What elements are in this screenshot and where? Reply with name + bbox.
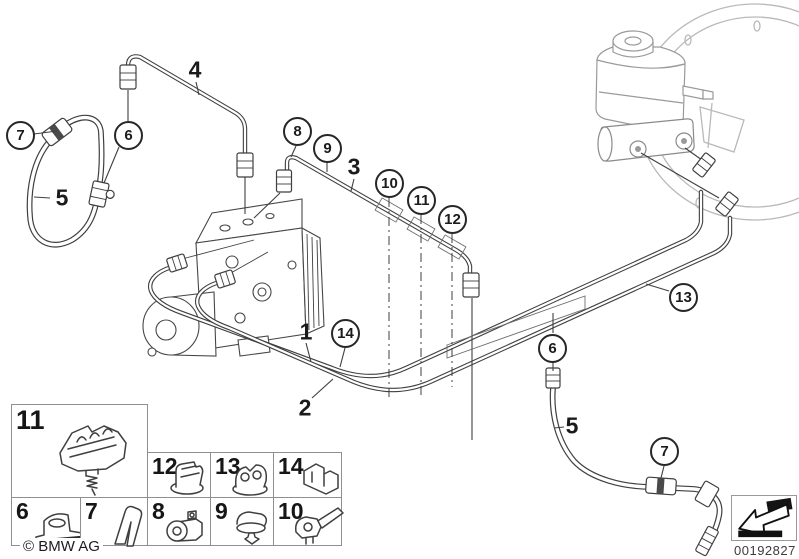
clip-illustration — [232, 464, 268, 496]
legend-cell-8[interactable]: 8 — [147, 497, 211, 546]
legend-cell-number: 14 — [278, 453, 304, 479]
pipe-union-fitting — [166, 253, 188, 273]
label-5-upper-left[interactable]: 5 — [55, 184, 69, 211]
callout-13[interactable]: 13 — [669, 283, 698, 312]
callout-8[interactable]: 8 — [283, 117, 312, 146]
pipe-union-fitting — [715, 191, 739, 217]
leader-lines — [33, 81, 670, 479]
callout-12[interactable]: 12 — [438, 205, 467, 234]
legend-cell-number: 7 — [85, 498, 98, 524]
legend-cell-6[interactable]: 6 — [11, 497, 84, 546]
brake-pipe-4 — [128, 56, 245, 214]
callout-6-upper-left[interactable]: 6 — [114, 121, 143, 150]
legend-cell-14[interactable]: 14 — [273, 452, 342, 498]
label-1[interactable]: 1 — [299, 318, 313, 345]
legend-cell-9[interactable]: 9 — [210, 497, 274, 546]
clip-illustration — [166, 510, 203, 542]
master-cylinder — [597, 118, 720, 199]
pipe-union-fitting — [692, 152, 716, 178]
clip-illustration — [114, 505, 143, 547]
clip-illustration — [294, 507, 344, 545]
clip-zone-outline — [446, 295, 586, 359]
hose-elbow-fitting — [694, 480, 720, 508]
hose-sleeve-7 — [645, 476, 677, 496]
image-number: 00192827 — [734, 543, 796, 558]
banjo-fitting-6 — [88, 180, 115, 208]
legend-cell-number: 9 — [215, 498, 228, 524]
callout-7-upper-left[interactable]: 7 — [6, 121, 35, 150]
hose-end-fitting — [695, 525, 719, 557]
label-5-lower-right[interactable]: 5 — [565, 412, 579, 439]
legend-cell-number: 8 — [152, 498, 165, 524]
legend-cell-13[interactable]: 13 — [210, 452, 274, 498]
callout-6-middle[interactable]: 6 — [538, 334, 567, 363]
legend-cell-11[interactable]: 11 — [11, 404, 148, 498]
brake-pipe-3 — [253, 157, 473, 440]
legend-cell-number: 12 — [152, 453, 178, 479]
label-4[interactable]: 4 — [188, 56, 202, 83]
brake-hose-5-front — [30, 118, 102, 245]
pipe-union-fitting — [236, 152, 254, 178]
callout-7-lower-right[interactable]: 7 — [650, 437, 679, 466]
label-2[interactable]: 2 — [298, 394, 312, 421]
callout-11[interactable]: 11 — [407, 186, 436, 215]
callout-9[interactable]: 9 — [313, 134, 342, 163]
clip-illustration — [170, 461, 204, 495]
hose-sleeve-7 — [41, 117, 73, 147]
clip-illustration — [303, 463, 339, 495]
label-3[interactable]: 3 — [347, 153, 361, 180]
legend-cell-12[interactable]: 12 — [147, 452, 211, 498]
clip-position-marker — [374, 197, 404, 223]
clip-position-marker — [437, 234, 467, 260]
copyright-text: © BMW AG — [20, 538, 103, 555]
callout-10[interactable]: 10 — [375, 169, 404, 198]
direction-of-travel-box — [731, 495, 797, 541]
clip-illustration — [236, 511, 268, 545]
clip-illustration — [59, 425, 127, 496]
direction-arrow-icon — [738, 497, 793, 538]
legend-cell-number: 6 — [16, 498, 29, 524]
abs-hydro-unit — [142, 198, 325, 357]
legend-cell-10[interactable]: 10 — [273, 497, 344, 546]
pipe-union-fitting — [275, 169, 293, 193]
legend-cell-7[interactable]: 7 — [80, 497, 148, 547]
clip-position-marker — [406, 216, 436, 242]
pipe-union-fitting — [462, 272, 480, 298]
brake-fluid-reservoir — [595, 30, 714, 134]
callout-14[interactable]: 14 — [331, 319, 360, 348]
legend-cell-number: 11 — [16, 405, 45, 435]
pipe-union-fitting — [214, 269, 236, 289]
pipe-union-fitting — [119, 64, 137, 90]
